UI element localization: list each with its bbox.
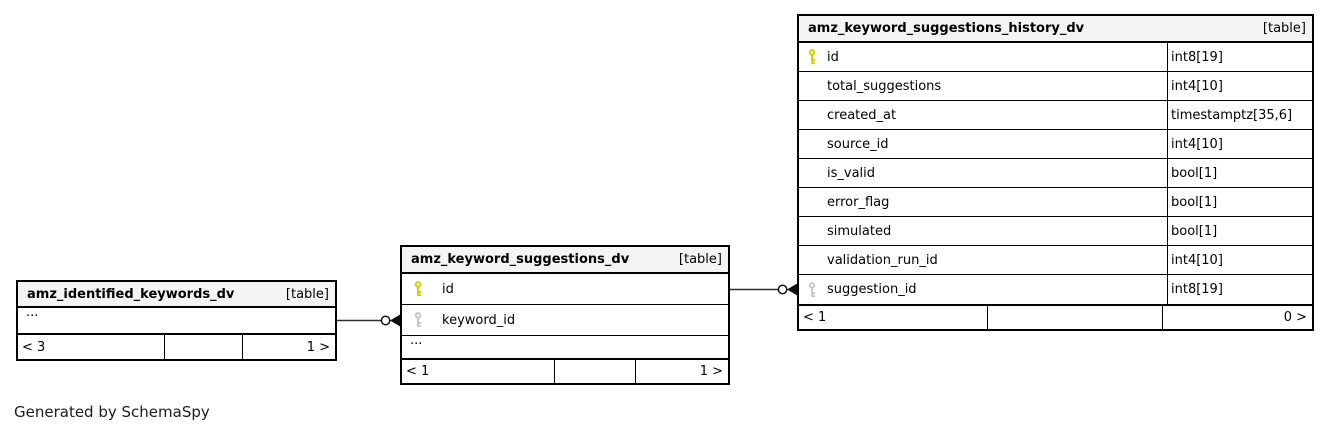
- table-title[interactable]: amz_keyword_suggestions_history_dv: [808, 21, 1085, 36]
- primary-key-icon: [413, 281, 423, 297]
- column-type: int4[10]: [1171, 78, 1223, 94]
- table-title[interactable]: amz_keyword_suggestions_dv: [411, 252, 630, 267]
- table-header[interactable]: amz_keyword_suggestions_history_dv [table…: [799, 16, 1312, 43]
- column-name-cell: simulated: [799, 217, 1168, 245]
- column-row: error_flag bool[1]: [799, 188, 1312, 217]
- table-amz_keyword_suggestions_dv[interactable]: amz_keyword_suggestions_dv [table] id keywo…: [400, 245, 730, 385]
- column-name: is_valid: [827, 165, 876, 181]
- column-name: id: [827, 49, 839, 65]
- degree-spacer-cell: [988, 306, 1163, 329]
- column-name-cell: id: [402, 274, 728, 304]
- column-row: id int8[19]: [799, 43, 1312, 72]
- column-name-cell: error_flag: [799, 188, 1168, 216]
- parents-degree: 1 >: [306, 339, 330, 355]
- children-degree: < 3: [18, 335, 165, 359]
- column-name: simulated: [827, 223, 892, 239]
- column-type: int4[10]: [1171, 136, 1223, 152]
- relationship-line-identified-to-suggestions: [337, 314, 401, 327]
- column-name-cell: validation_run_id: [799, 246, 1168, 274]
- column-row: keyword_id: [402, 305, 728, 336]
- column-name: validation_run_id: [827, 252, 938, 268]
- column-row: created_at timestamptz[35,6]: [799, 101, 1312, 130]
- column-name-cell: keyword_id: [402, 305, 728, 335]
- degree-spacer-cell: [165, 335, 243, 359]
- column-type: int4[10]: [1171, 252, 1223, 268]
- column-row: is_valid bool[1]: [799, 159, 1312, 188]
- table-amz_keyword_suggestions_history_dv[interactable]: amz_keyword_suggestions_history_dv [table…: [797, 14, 1314, 331]
- column-row: source_id int4[10]: [799, 130, 1312, 159]
- column-name: error_flag: [827, 194, 890, 210]
- relationship-line-suggestions-to-history: [730, 283, 798, 296]
- column-name-cell: total_suggestions: [799, 72, 1168, 100]
- key-icon-slot: [413, 281, 442, 297]
- column-name: total_suggestions: [827, 78, 942, 94]
- column-type: int8[19]: [1171, 282, 1223, 297]
- column-row: id: [402, 274, 728, 305]
- column-name-cell: suggestion_id: [799, 275, 1168, 304]
- column-type: int8[19]: [1171, 49, 1223, 65]
- key-icon-slot: [807, 49, 827, 65]
- column-name: source_id: [827, 136, 889, 152]
- column-row: total_suggestions int4[10]: [799, 72, 1312, 101]
- table-header[interactable]: amz_identified_keywords_dv [table]: [18, 282, 335, 308]
- column-name: created_at: [827, 107, 897, 123]
- table-degree-footer: < 1 0 >: [799, 304, 1312, 329]
- foreign-key-icon: [413, 312, 423, 328]
- foreign-key-icon: [807, 281, 817, 298]
- children-degree: < 1: [402, 360, 555, 383]
- column-row: simulated bool[1]: [799, 217, 1312, 246]
- column-name: keyword_id: [442, 312, 516, 328]
- column-name-cell: created_at: [799, 101, 1168, 129]
- column-row: suggestion_id int8[19]: [799, 275, 1312, 304]
- column-type: bool[1]: [1171, 165, 1218, 181]
- table-degree-footer: < 1 1 >: [402, 358, 728, 383]
- key-icon-slot: [807, 281, 827, 298]
- primary-key-icon: [807, 49, 817, 65]
- column-type: bool[1]: [1171, 223, 1218, 239]
- column-name-cell: id: [799, 43, 1168, 71]
- degree-spacer-cell: [555, 360, 636, 383]
- column-name: suggestion_id: [827, 282, 917, 297]
- elided-columns-label: ...: [26, 305, 39, 320]
- elided-columns-row: ...: [402, 333, 728, 358]
- elided-columns-label: ...: [410, 333, 423, 348]
- table-type-badge: [table]: [678, 252, 722, 267]
- table-type-badge: [table]: [1262, 21, 1306, 36]
- column-name: id: [442, 281, 454, 297]
- column-type: bool[1]: [1171, 194, 1218, 210]
- column-name-cell: source_id: [799, 130, 1168, 158]
- children-degree: < 1: [799, 306, 988, 329]
- column-row: validation_run_id int4[10]: [799, 246, 1312, 275]
- table-title[interactable]: amz_identified_keywords_dv: [27, 286, 235, 302]
- table-amz_identified_keywords_dv[interactable]: amz_identified_keywords_dv [table]... < 3 1…: [16, 280, 337, 361]
- column-name-cell: is_valid: [799, 159, 1168, 187]
- table-header[interactable]: amz_keyword_suggestions_dv [table]: [402, 247, 728, 274]
- parents-degree: 1 >: [699, 364, 723, 379]
- generated-by-note: Generated by SchemaSpy: [14, 403, 210, 421]
- parents-degree: 0 >: [1283, 310, 1307, 325]
- elided-columns-row: ...: [18, 305, 335, 333]
- table-type-badge: [table]: [285, 286, 329, 302]
- column-type: timestamptz[35,6]: [1171, 107, 1293, 123]
- table-degree-footer: < 3 1 >: [18, 333, 335, 359]
- key-icon-slot: [413, 312, 442, 328]
